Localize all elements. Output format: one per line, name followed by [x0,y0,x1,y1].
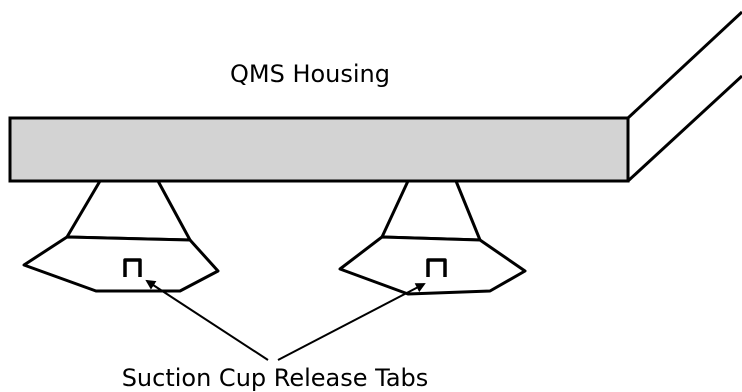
housing-bar [8,116,630,183]
release-tab-right[interactable] [426,258,447,277]
release-tab-left[interactable] [123,258,142,277]
suction-cup-right [338,179,527,296]
pointer-arrow-right [277,283,426,361]
pointer-arrow-left [145,279,269,361]
housing-label: QMS Housing [230,60,390,88]
suction-cup-left [22,179,220,293]
housing-depth-edges [626,10,742,183]
release-tabs-label: Suction Cup Release Tabs [122,364,429,392]
